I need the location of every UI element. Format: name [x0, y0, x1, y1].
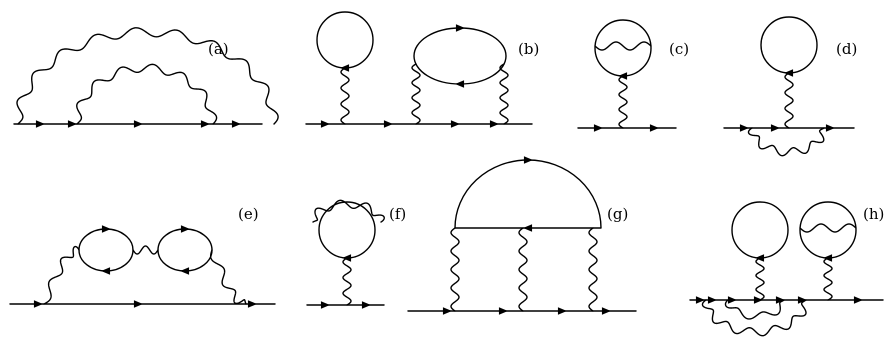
photon-inside-loop — [799, 223, 857, 233]
photon-right — [588, 227, 598, 312]
fermion-arrow — [707, 296, 717, 304]
loop-circle-right — [799, 201, 857, 259]
fermion-arrow — [489, 120, 499, 128]
diagram-h — [689, 201, 884, 337]
photon-inner — [76, 63, 218, 125]
fermion-arrow — [649, 124, 659, 132]
diagram-b — [305, 11, 533, 128]
loop-arrow — [523, 156, 533, 164]
loop-circle — [594, 19, 652, 77]
photon-inside-loop — [594, 41, 652, 51]
tadpole-loop — [316, 11, 374, 69]
panel-label-a: (a) — [208, 40, 229, 58]
fermion-arrow — [770, 124, 780, 132]
loop-arrow — [455, 24, 465, 32]
diagram-e — [9, 225, 276, 308]
fermion-arrow — [231, 120, 241, 128]
fermion-arrow — [320, 301, 330, 309]
loop-arrow — [455, 80, 465, 88]
bubble-loop — [413, 27, 507, 85]
diagram-c — [577, 19, 677, 132]
fermion-arrow — [695, 296, 705, 304]
fermion-arrow — [557, 307, 567, 315]
panel-label-h: (h) — [863, 205, 884, 223]
fermion-arrow — [593, 124, 603, 132]
panel-label-g: (g) — [607, 205, 628, 223]
photon-left — [450, 227, 460, 312]
loop-arrow — [523, 224, 533, 232]
loop-arrow — [101, 225, 111, 233]
photon-loop-correction — [312, 199, 385, 223]
loop-circle — [760, 16, 818, 74]
panel-label-c: (c) — [669, 40, 689, 58]
loop-arrow — [101, 267, 111, 275]
photon-self-energy-inner — [724, 299, 785, 320]
photon-right — [209, 249, 247, 305]
photon-middle — [132, 245, 159, 255]
bubble-right — [157, 228, 213, 272]
fermion-arrow — [200, 120, 210, 128]
fermion-arrow — [442, 307, 452, 315]
photon-self-energy-outer — [701, 299, 807, 337]
panel-label-d: (d) — [836, 40, 857, 58]
fermion-arrow — [498, 307, 508, 315]
fermion-arrow — [753, 296, 763, 304]
photon-tadpole — [342, 257, 352, 306]
loop-circle-left — [731, 201, 789, 259]
photon-left — [43, 245, 80, 305]
fermion-arrow — [825, 124, 835, 132]
bubble-left — [78, 228, 134, 272]
fermion-arrow — [775, 296, 785, 304]
photon-right-tadpole — [823, 257, 833, 301]
diagram-a — [13, 27, 279, 128]
photon-tadpole — [618, 75, 628, 129]
fermion-arrow — [383, 120, 393, 128]
photon-left-tadpole — [755, 257, 765, 301]
photon-right — [499, 63, 509, 125]
fermion-arrow — [320, 120, 330, 128]
fermion-arrow — [853, 296, 863, 304]
fermion-arrow — [67, 120, 77, 128]
fermion-arrow — [133, 120, 143, 128]
loop-arrow — [180, 225, 190, 233]
fermion-arrow — [727, 296, 737, 304]
photon-middle — [518, 227, 528, 312]
fermion-arrow — [247, 300, 257, 308]
photon-outer — [16, 27, 279, 125]
panel-label-f: (f) — [389, 205, 406, 223]
fermion-arrow — [797, 296, 807, 304]
fermion-arrow — [133, 300, 143, 308]
photon-tadpole — [784, 72, 794, 129]
fermion-arrow — [361, 301, 371, 309]
loop-arrow — [180, 267, 190, 275]
fermion-arrow — [450, 120, 460, 128]
fermion-arrow — [35, 120, 45, 128]
diagram-f — [306, 199, 385, 309]
panel-labels: (a) (b) (c) (d) (e) (f) (g) (h) — [208, 40, 884, 223]
photon-self-energy — [747, 127, 825, 157]
fermion-arrow — [33, 300, 43, 308]
diagram-d — [723, 16, 855, 157]
photon-left — [411, 63, 421, 125]
diagram-g — [407, 156, 637, 315]
semicircle-loop — [454, 159, 602, 229]
photon-tadpole — [340, 67, 350, 125]
panel-label-b: (b) — [518, 40, 539, 58]
fermion-arrow — [601, 307, 611, 315]
panel-label-e: (e) — [238, 205, 259, 223]
fermion-arrow — [739, 124, 749, 132]
